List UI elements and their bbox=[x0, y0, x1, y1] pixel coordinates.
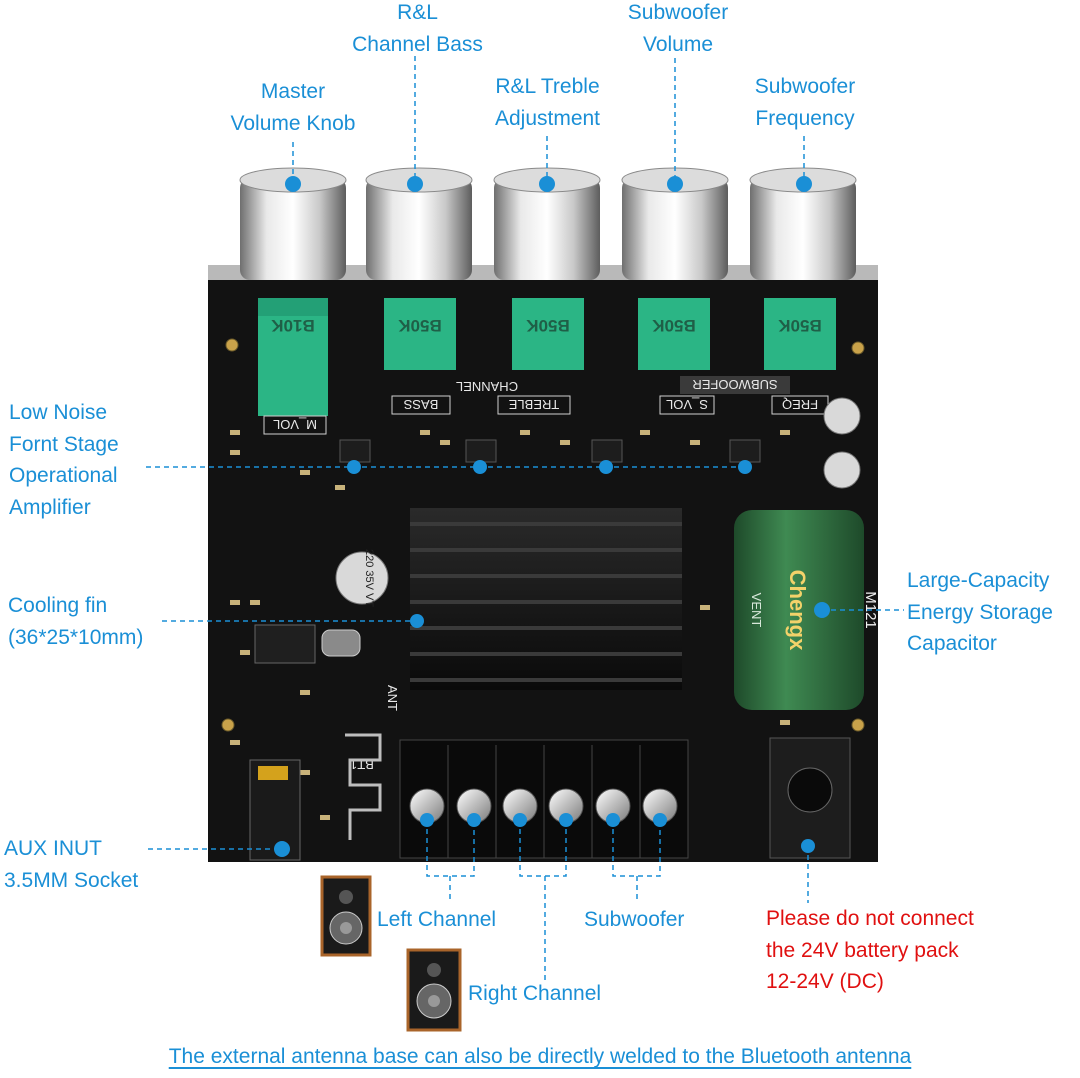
dot-opamp-2 bbox=[473, 460, 487, 474]
dot-screw-1 bbox=[420, 813, 434, 827]
dot-master-volume bbox=[285, 176, 301, 192]
label-master-volume: Master Volume Knob bbox=[230, 80, 356, 135]
dot-opamp-1 bbox=[347, 460, 361, 474]
silk-s-vol: S_VOL bbox=[666, 397, 708, 412]
label-cooling-fin: Cooling fin (36*25*10mm) bbox=[8, 594, 144, 649]
pot-label-2: B50K bbox=[398, 316, 442, 335]
dot-bass bbox=[407, 176, 423, 192]
pot-bass: B50K bbox=[384, 298, 456, 370]
label-rl-bass: R&L Channel Bass bbox=[352, 1, 483, 56]
dot-cooling-fin bbox=[410, 614, 424, 628]
filter-capacitors bbox=[823, 397, 861, 489]
bluetooth-antenna-trace bbox=[345, 733, 382, 840]
footer-note: The external antenna base can also be di… bbox=[168, 1045, 912, 1068]
label-rl-treble: R&L Treble Adjustment bbox=[494, 75, 601, 130]
pot-label-4: B50K bbox=[652, 316, 696, 335]
label-subwoofer: Subwoofer bbox=[584, 908, 685, 931]
smd-components bbox=[230, 430, 790, 820]
silk-channel: CHANNEL bbox=[456, 379, 518, 394]
bluetooth-ic bbox=[254, 624, 316, 664]
crystal bbox=[321, 629, 361, 657]
pot-label-1: B10K bbox=[271, 316, 315, 335]
silk-m-vol: M_VOL bbox=[273, 417, 317, 432]
pot-sub-volume: B50K bbox=[638, 298, 710, 370]
silk-subwoofer: SUBWOOFER bbox=[692, 377, 777, 392]
speaker-icon bbox=[320, 875, 372, 957]
small-capacitor: 220 35V VT bbox=[335, 549, 389, 607]
dot-opamp-3 bbox=[599, 460, 613, 474]
op-amp-chips bbox=[339, 439, 761, 463]
dot-screw-2 bbox=[467, 813, 481, 827]
large-capacitor: Chengx VENT bbox=[734, 510, 864, 710]
speaker-icon bbox=[406, 948, 462, 1032]
label-capacitor: Large-Capacity Energy Storage Capacitor bbox=[907, 569, 1053, 655]
heatsink bbox=[410, 508, 682, 690]
pot-label-3: B50K bbox=[526, 316, 570, 335]
dot-dc bbox=[801, 839, 815, 853]
label-sub-volume: Subwoofer Volume bbox=[627, 1, 729, 56]
silk-freq: FREQ bbox=[782, 397, 818, 412]
speaker-terminal-block bbox=[399, 739, 689, 859]
mounting-holes bbox=[221, 338, 865, 732]
label-right-channel: Right Channel bbox=[468, 982, 602, 1005]
dot-opamp-4 bbox=[738, 460, 752, 474]
dot-treble bbox=[539, 176, 555, 192]
dot-aux bbox=[274, 841, 290, 857]
dot-sub-volume bbox=[667, 176, 683, 192]
silk-ant: ANT bbox=[385, 685, 400, 711]
dot-capacitor bbox=[814, 602, 830, 618]
cap-vent: VENT bbox=[749, 593, 764, 628]
dot-screw-4 bbox=[559, 813, 573, 827]
potentiometer-row: B10K B50K B50K B50K B50K bbox=[258, 298, 836, 416]
dot-sub-frequency bbox=[796, 176, 812, 192]
silk-bass: BASS bbox=[403, 397, 438, 412]
label-op-amp: Low Noise Fornt Stage Operational Amplif… bbox=[9, 401, 119, 519]
silk-treble: TREBLE bbox=[508, 397, 559, 412]
pot-treble: B50K bbox=[512, 298, 584, 370]
dot-screw-3 bbox=[513, 813, 527, 827]
callout-dots bbox=[274, 176, 830, 857]
pot-sub-frequency: B50K bbox=[764, 298, 836, 370]
pot-label-5: B50K bbox=[778, 316, 822, 335]
label-sub-frequency: Subwoofer Frequency bbox=[754, 75, 856, 130]
label-left-channel: Left Channel bbox=[377, 908, 497, 931]
label-aux: AUX INUT 3.5MM Socket bbox=[4, 837, 139, 892]
dot-screw-6 bbox=[653, 813, 667, 827]
cap-brand: Chengx bbox=[785, 570, 810, 651]
dot-screw-5 bbox=[606, 813, 620, 827]
knob-rl-treble[interactable] bbox=[493, 167, 601, 280]
label-power-warning: Please do not connect the 24V battery pa… bbox=[766, 907, 974, 993]
pot-master: B10K bbox=[258, 298, 328, 416]
small-cap-text: 220 35V VT bbox=[363, 549, 375, 607]
